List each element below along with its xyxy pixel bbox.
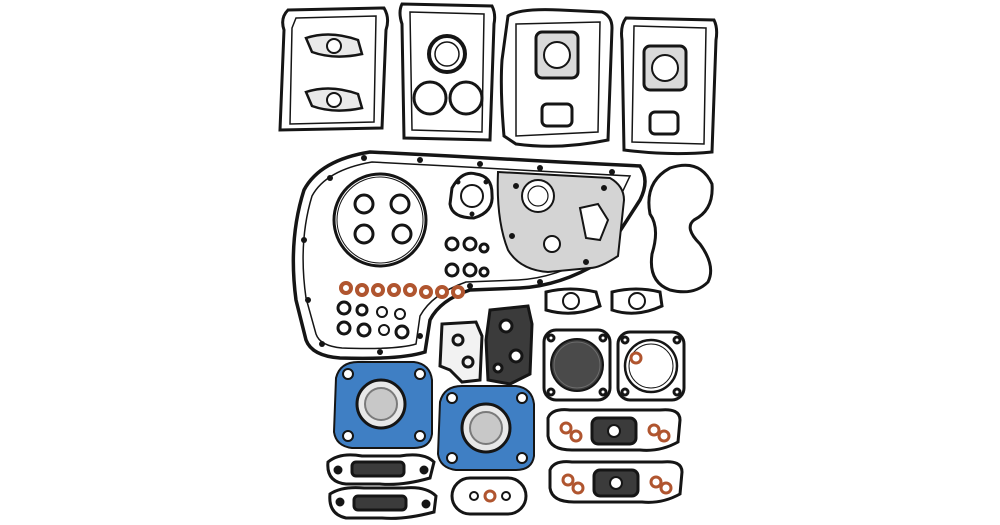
primary-cover-bolt-holes	[301, 155, 615, 355]
cylinder-head-gasket-2	[436, 385, 535, 471]
flange-gasket-1	[546, 408, 682, 452]
cylinder-base-gasket-1	[542, 328, 612, 402]
rocker-cover-gasket-1	[278, 6, 390, 132]
inspection-cover-gasket	[450, 476, 528, 516]
round-flange-gasket	[448, 171, 494, 220]
large-o-ring	[647, 163, 714, 294]
cylinder-head-gasket-1	[332, 361, 433, 449]
o-ring-set	[444, 236, 490, 278]
rocker-cover-gasket-2	[398, 2, 497, 142]
small-seal-set	[336, 300, 410, 340]
copper-washer-row	[339, 281, 465, 299]
oil-pump-gasket-2	[484, 304, 534, 386]
tappet-gasket-2	[610, 287, 664, 315]
rocker-box-gasket-2	[328, 486, 438, 520]
clutch-gasket	[332, 172, 428, 268]
tappet-gasket-1	[544, 287, 602, 315]
oil-pump-gasket-1	[438, 320, 484, 384]
cylinder-base-gasket-2	[616, 330, 686, 402]
rocker-box-gasket-1	[326, 453, 436, 486]
cam-cover-gasket	[496, 170, 626, 274]
rocker-cover-gasket-3	[499, 8, 614, 148]
rocker-cover-gasket-4	[620, 16, 719, 156]
flange-gasket-2	[548, 460, 684, 504]
